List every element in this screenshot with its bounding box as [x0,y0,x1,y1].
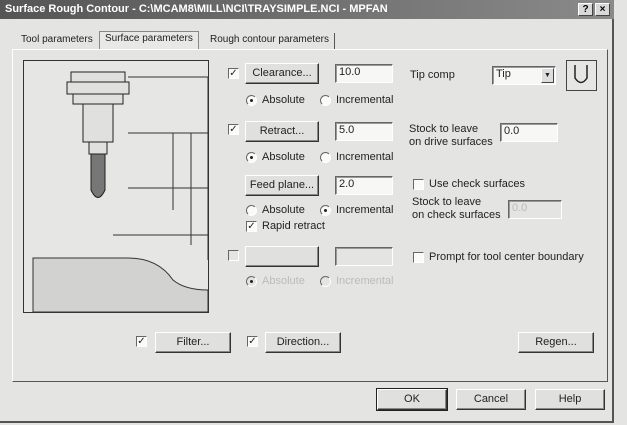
cancel-button[interactable]: Cancel [456,389,526,410]
height-diagram-illustration [23,60,209,313]
radio-label: Absolute [262,151,305,163]
label-line: on check surfaces [412,209,501,221]
label-line: Stock to leave [412,196,482,208]
top-of-stock-input[interactable] [335,247,393,266]
tip-comp-value: Tip [496,68,511,80]
retract-button[interactable]: Retract... [245,121,319,142]
direction-button[interactable]: Direction... [265,332,341,353]
regen-button[interactable]: Regen... [518,332,594,353]
radio-indicator [246,151,257,163]
use-check-surfaces-checkbox[interactable]: Use check surfaces [413,178,525,190]
radio-label: Incremental [336,275,394,287]
radio-indicator [246,204,257,216]
checkbox-indicator: ✓ [246,220,257,232]
feed-plane-button[interactable]: Feed plane... [245,175,319,196]
clearance-input[interactable]: 10.0 [335,64,393,83]
help-button[interactable]: Help [535,389,605,410]
radio-label: Incremental [336,204,394,216]
checkbox-label: Rapid retract [262,220,325,232]
retract-absolute-radio[interactable]: Absolute [246,151,305,163]
tab-surface-parameters[interactable]: Surface parameters [99,31,199,50]
retract-incremental-radio[interactable]: Incremental [320,151,393,163]
radio-label: Incremental [336,94,394,106]
tab-rough-contour-parameters[interactable]: Rough contour parameters [205,33,335,49]
radio-label: Incremental [336,151,394,163]
tip-comp-label: Tip comp [410,69,455,81]
surface-parameters-panel [12,49,608,382]
checkbox-indicator [413,178,424,190]
tip-comp-preview-icon [566,60,597,91]
tip-comp-select[interactable]: Tip ▼ [492,66,556,85]
label-line: on drive surfaces [409,136,493,148]
filter-button[interactable]: Filter... [155,332,231,353]
checkbox-label: Use check surfaces [429,178,525,190]
chevron-down-icon[interactable]: ▼ [541,68,554,83]
filter-checkbox[interactable]: ✓ [136,336,147,347]
prompt-boundary-checkbox[interactable]: Prompt for tool center boundary [413,251,584,263]
feed-plane-input[interactable]: 2.0 [335,176,393,195]
stock-check-input[interactable]: 0.0 [508,200,562,219]
window-title: Surface Rough Contour - C:\MCAM8\MILL\NC… [5,3,388,15]
top-of-stock-absolute-radio[interactable]: Absolute [246,275,305,287]
ok-button[interactable]: OK [376,388,448,411]
retract-checkbox[interactable]: ✓ [228,124,239,135]
radio-indicator [320,151,331,163]
clearance-button[interactable]: Clearance... [245,63,319,84]
title-bar: Surface Rough Contour - C:\MCAM8\MILL\NC… [0,0,614,19]
close-button[interactable]: × [595,3,610,16]
direction-checkbox[interactable]: ✓ [247,336,258,347]
retract-input[interactable]: 5.0 [335,122,393,141]
radio-indicator [246,275,257,287]
top-of-stock-checkbox[interactable] [228,250,239,261]
checkbox-indicator [413,251,424,263]
top-of-stock-incremental-radio[interactable]: Incremental [320,275,393,287]
feed-plane-incremental-radio[interactable]: Incremental [320,204,393,216]
radio-label: Absolute [262,204,305,216]
tab-tool-parameters[interactable]: Tool parameters [21,34,93,45]
label-line: Stock to leave [409,123,479,135]
clearance-incremental-radio[interactable]: Incremental [320,94,393,106]
dialog-window [0,19,614,423]
clearance-checkbox[interactable]: ✓ [228,68,239,79]
top-of-stock-button[interactable] [245,246,319,267]
stock-drive-input[interactable]: 0.0 [500,123,558,142]
radio-indicator [320,204,331,216]
radio-label: Absolute [262,275,305,287]
clearance-absolute-radio[interactable]: Absolute [246,94,305,106]
radio-indicator [246,94,257,106]
feed-plane-absolute-radio[interactable]: Absolute [246,204,305,216]
radio-label: Absolute [262,94,305,106]
radio-indicator [320,94,331,106]
rapid-retract-checkbox[interactable]: ✓ Rapid retract [246,220,325,232]
radio-indicator [320,275,331,287]
help-title-button[interactable]: ? [578,3,593,16]
checkbox-label: Prompt for tool center boundary [429,251,584,263]
tool-holder-icon [66,71,130,198]
